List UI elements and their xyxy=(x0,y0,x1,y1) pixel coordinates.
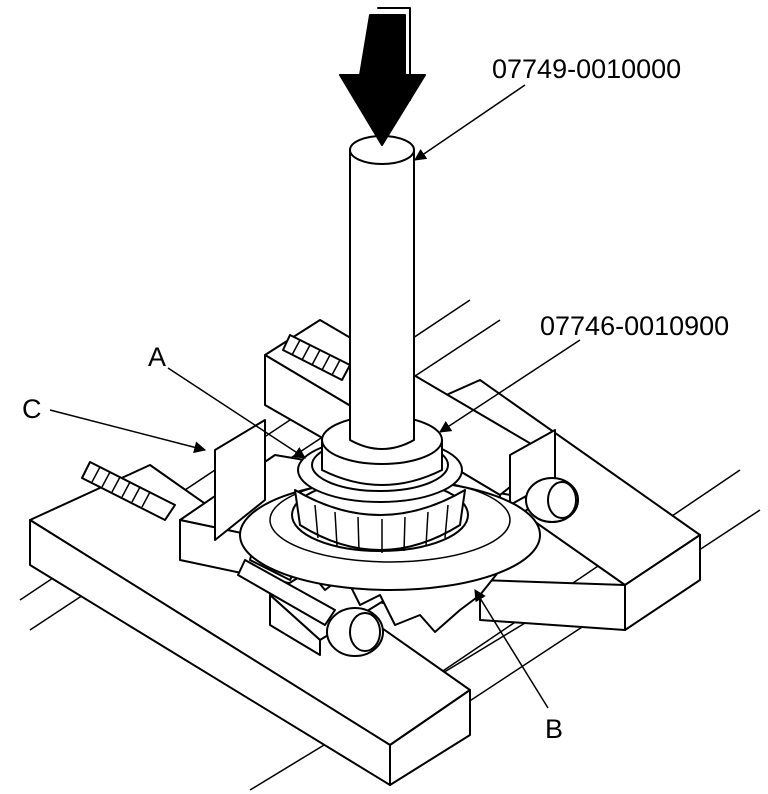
threaded-bolt-right xyxy=(282,334,351,381)
leader-line-b xyxy=(474,588,549,709)
driver-shaft xyxy=(349,135,415,450)
label-callout-b: B xyxy=(545,714,563,744)
label-callout-a: A xyxy=(148,342,166,372)
label-callout-c: C xyxy=(22,394,42,424)
press-force-arrow xyxy=(339,7,426,146)
left-support-block xyxy=(29,464,471,786)
label-part-07749: 07749-0010000 xyxy=(492,54,681,84)
leader-line-shaft xyxy=(414,84,526,161)
leader-line-a xyxy=(167,367,307,459)
leader-line-driver xyxy=(438,339,581,433)
label-part-07746: 07746-0010900 xyxy=(540,311,729,341)
bolt-nut-right xyxy=(525,477,579,523)
leader-line-c xyxy=(49,409,207,454)
bolt-nut-front xyxy=(237,559,384,657)
threaded-bolt-left xyxy=(81,461,176,521)
